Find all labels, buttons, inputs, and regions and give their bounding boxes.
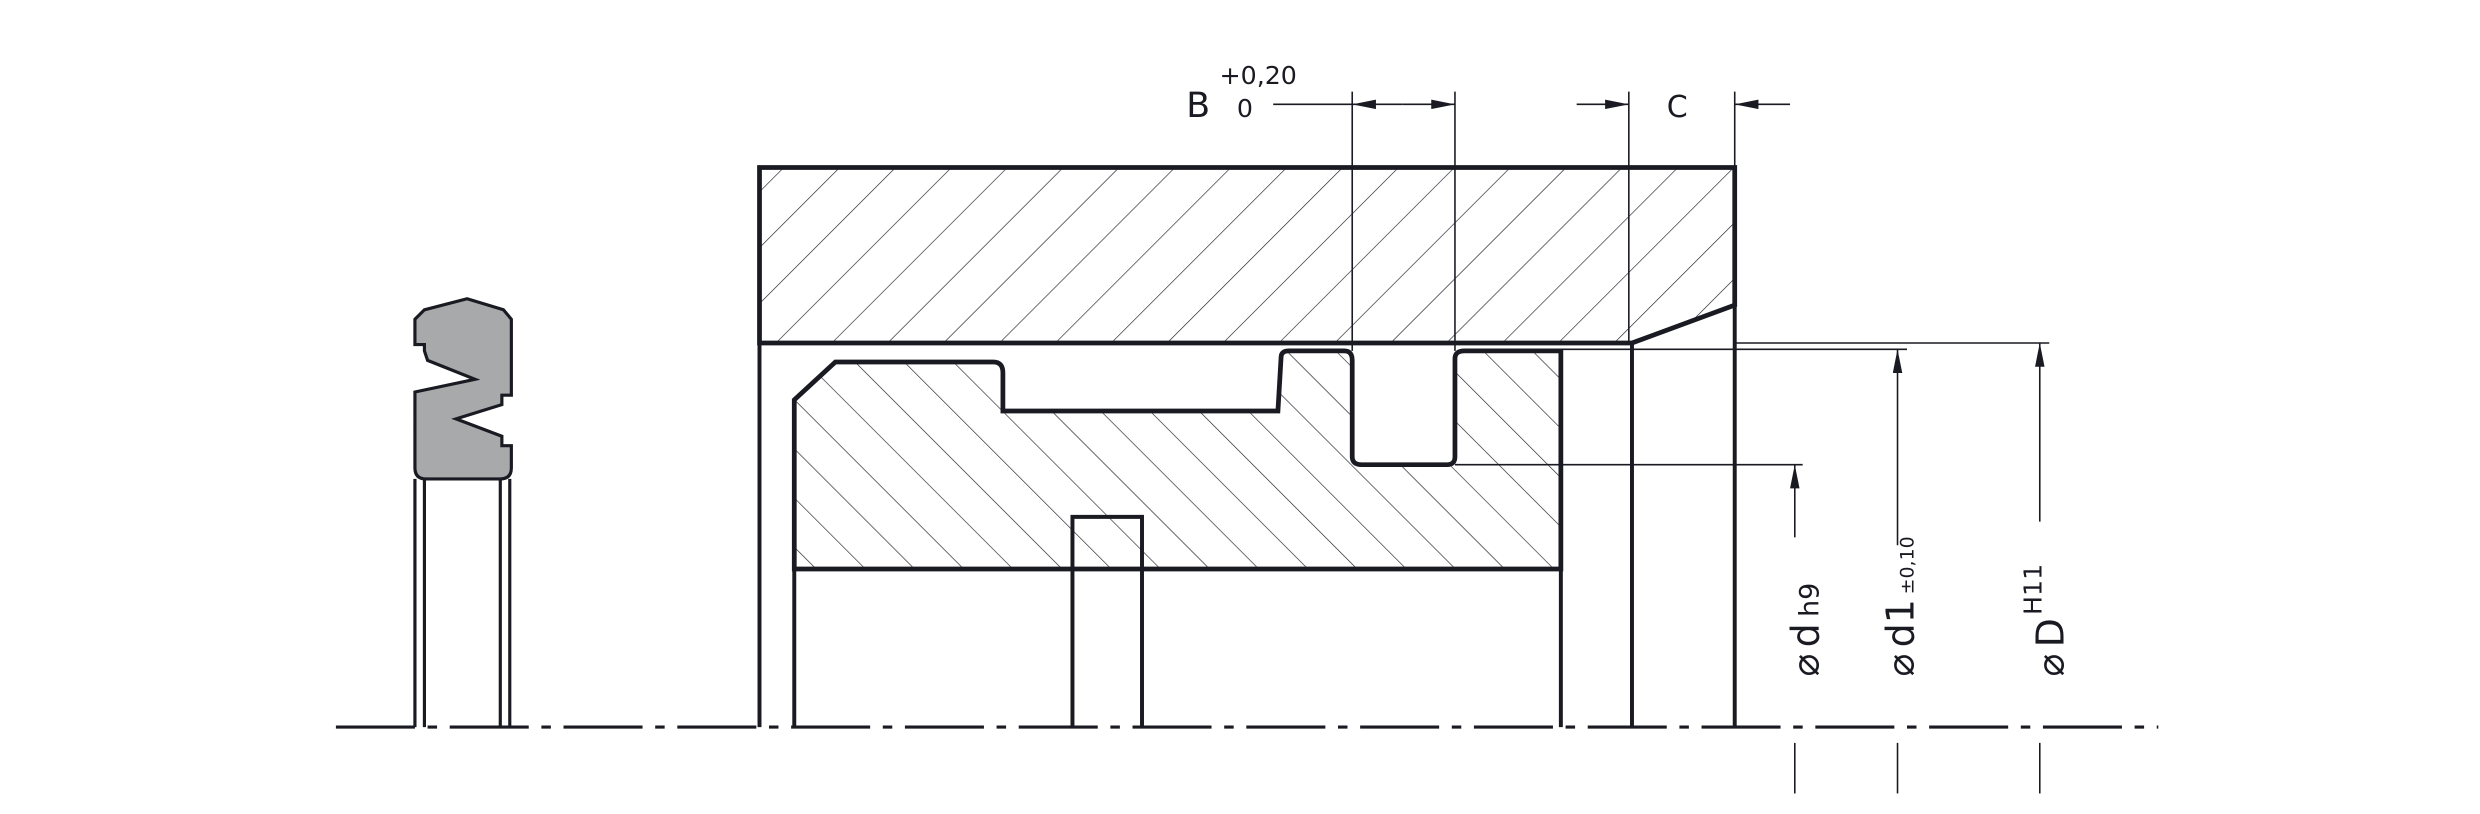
seal-profile <box>413 297 513 728</box>
svg-text:⌀dh9: ⌀dh9 <box>1783 583 1827 677</box>
dim-d1-label: ⌀d1±0,10 <box>1878 536 1922 676</box>
dim-B-label: B <box>1186 86 1210 126</box>
dim-C-label: C <box>1667 90 1688 125</box>
dim-D-label: ⌀DH11 <box>2018 564 2072 677</box>
piston-section <box>791 348 1564 572</box>
svg-text:⌀DH11: ⌀DH11 <box>2018 564 2072 677</box>
part-outlines <box>757 305 1737 728</box>
housing-section <box>757 165 1738 346</box>
dim-d-label: ⌀dh9 <box>1783 583 1827 677</box>
dimension-lines <box>1273 91 2050 794</box>
dim-B-lower-tol: 0 <box>1237 94 1253 123</box>
dim-B-upper-tol: +0,20 <box>1219 61 1296 90</box>
svg-text:⌀d1±0,10: ⌀d1±0,10 <box>1878 536 1922 676</box>
